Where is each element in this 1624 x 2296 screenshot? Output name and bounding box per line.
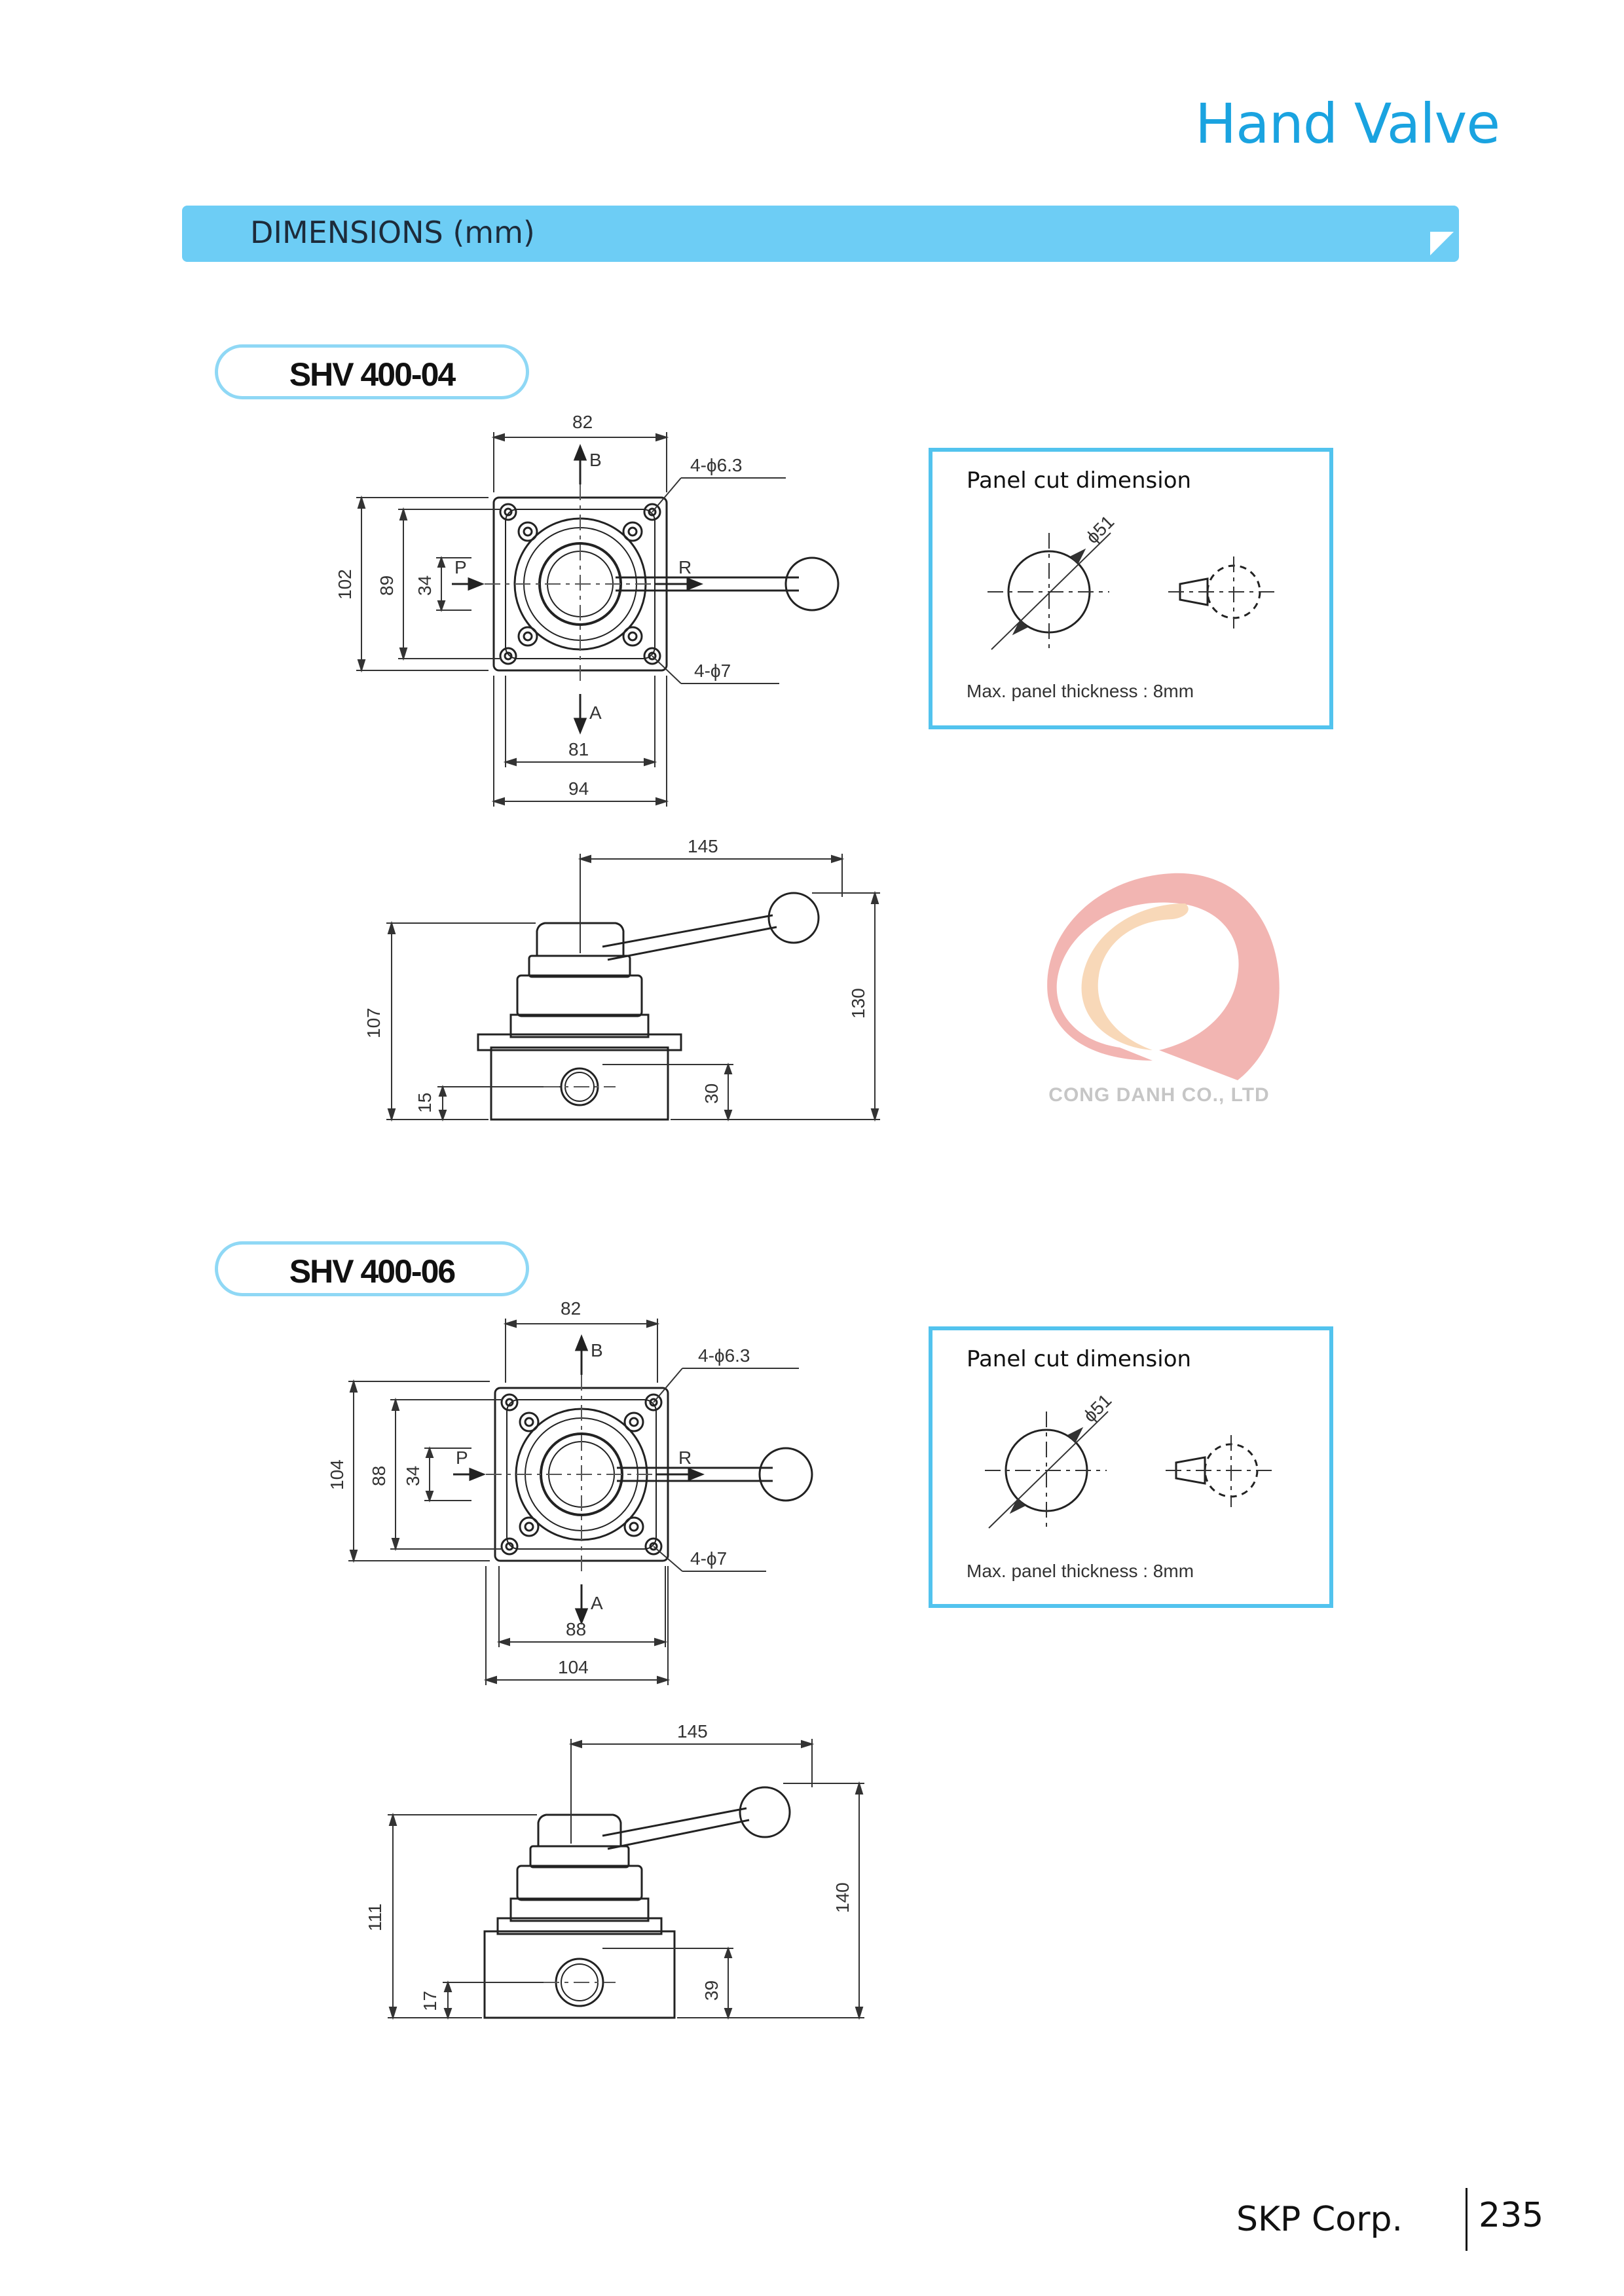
dim-34: 34: [415, 575, 435, 596]
page-number: 235: [1479, 2196, 1544, 2235]
side-view-drawing-shv-400-06: 145 111 17 39 140: [365, 1721, 864, 2020]
dim-107: 107: [363, 1008, 384, 1038]
dim-145: 145: [688, 836, 718, 856]
panel-cut-diagram: ϕ51: [987, 511, 1280, 650]
company-watermark: CONG DANH CO., LTD: [1022, 864, 1297, 1106]
dim-140: 140: [832, 1882, 853, 1913]
panel-cut-diagram: ϕ51: [985, 1390, 1277, 1529]
dim-145: 145: [677, 1721, 708, 1741]
top-view-drawing-shv-400-06: B A P R 82 4-ϕ6.3 4-ϕ7 104 88 34 88 104: [327, 1298, 813, 1685]
port-label-b: B: [589, 450, 602, 470]
top-view-drawing-shv-400-04: B A P R 82 4-ϕ6.3 4-ϕ7 102 89 34 81 94: [335, 412, 840, 807]
port-label-p: P: [454, 557, 467, 577]
page-title: Hand Valve: [1194, 92, 1500, 156]
panel-thickness-note: Max. panel thickness : 8mm: [967, 681, 1194, 701]
dim-82: 82: [572, 412, 593, 432]
panel-cut-box-shv-400-04: Panel cut dimension ϕ51 Max. panel thick…: [929, 448, 1333, 729]
panel-cut-box-shv-400-06: Panel cut dimension ϕ51 Max. panel thick…: [929, 1326, 1333, 1608]
panel-cut-title: Panel cut dimension: [967, 1346, 1192, 1372]
dim-102: 102: [335, 569, 355, 600]
dim-88-vertical: 88: [369, 1466, 389, 1486]
model-label-shv-400-06: SHV 400-06: [215, 1241, 529, 1296]
dim-94: 94: [568, 778, 589, 799]
dim-104-horizontal: 104: [558, 1657, 589, 1677]
dim-111: 111: [365, 1903, 385, 1931]
panel-cut-diameter: ϕ51: [1079, 1390, 1115, 1426]
dim-88: 88: [566, 1619, 586, 1639]
side-view-drawing-shv-400-04: 145 107 15 30 130: [363, 836, 880, 1122]
dim-30: 30: [701, 1084, 722, 1104]
panel-thickness-note: Max. panel thickness : 8mm: [967, 1561, 1194, 1581]
port-label-r: R: [678, 1448, 692, 1468]
port-label-r: R: [678, 557, 692, 577]
section-header-bar: DIMENSIONS (mm): [182, 206, 1459, 262]
dim-104: 104: [327, 1459, 347, 1490]
dim-15: 15: [415, 1093, 435, 1113]
port-label-a: A: [591, 1593, 603, 1613]
dim-hole-top: 4-ϕ6.3: [698, 1345, 750, 1366]
model-name: SHV 400-04: [289, 356, 456, 393]
model-label-shv-400-04: SHV 400-04: [215, 344, 529, 399]
dim-hole-bottom: 4-ϕ7: [690, 1548, 727, 1569]
port-label-b: B: [591, 1340, 603, 1360]
panel-cut-title: Panel cut dimension: [967, 467, 1192, 494]
dim-hole-bottom: 4-ϕ7: [694, 661, 731, 681]
footer-company: SKP Corp.: [1236, 2200, 1403, 2239]
model-name: SHV 400-06: [289, 1253, 456, 1290]
corner-triangle-icon: [1430, 232, 1454, 255]
dim-89: 89: [377, 575, 397, 596]
footer-divider: [1466, 2188, 1467, 2251]
watermark-text: CONG DANH CO., LTD: [1048, 1084, 1270, 1106]
dim-130: 130: [848, 988, 868, 1019]
dim-39: 39: [701, 1980, 722, 2001]
dim-82: 82: [561, 1298, 581, 1319]
dim-34: 34: [403, 1466, 423, 1486]
port-label-p: P: [456, 1448, 468, 1468]
dim-hole-top: 4-ϕ6.3: [690, 455, 743, 475]
section-title: DIMENSIONS (mm): [250, 215, 535, 250]
port-label-a: A: [589, 702, 602, 723]
dim-81: 81: [568, 739, 589, 759]
panel-cut-diameter: ϕ51: [1082, 511, 1118, 547]
cong-danh-logo-icon: [1047, 873, 1280, 1080]
dim-17: 17: [420, 1991, 440, 2011]
